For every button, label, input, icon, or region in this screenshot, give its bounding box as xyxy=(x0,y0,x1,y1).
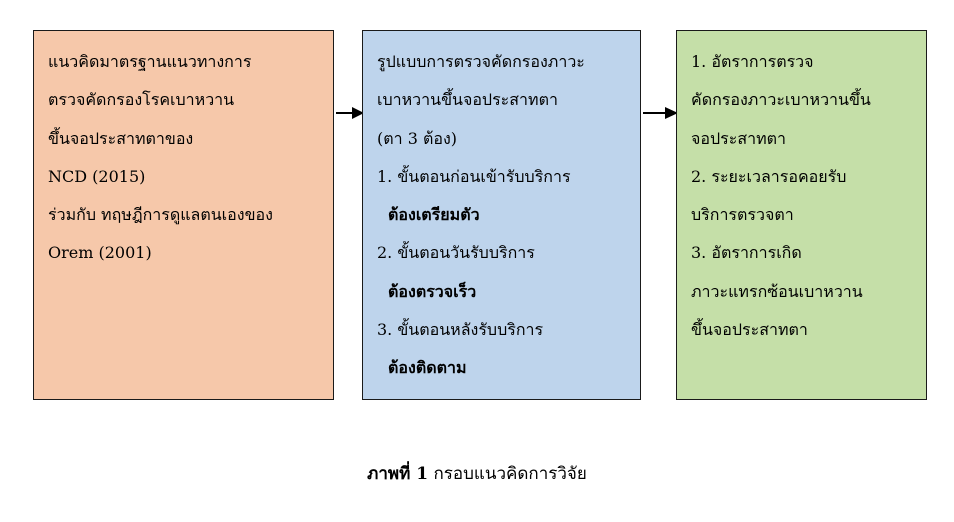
box-line: 2. ขั้นตอนวันรับบริการ xyxy=(377,243,535,263)
box-line: NCD (2015) xyxy=(48,166,146,186)
arrow-head xyxy=(352,107,364,119)
box-line: 2. ระยะเวลารอคอยรับ xyxy=(691,166,847,186)
figure-caption-text: กรอบแนวคิดการวิจัย xyxy=(433,464,587,484)
box-line: ขึ้นจอประสาทตาของ xyxy=(48,128,194,148)
box-line: Orem (2001) xyxy=(48,243,152,263)
box-line: 3. ขั้นตอนหลังรับบริการ xyxy=(377,320,544,340)
box-line: รูปแบบการตรวจคัดกรองภาวะ xyxy=(377,52,585,71)
arrow-right-icon xyxy=(336,107,364,119)
box-line: (ตา 3 ต้อง) xyxy=(377,128,458,148)
box-line: ตรวจคัดกรองโรคเบาหวาน xyxy=(48,90,235,110)
arrow-right-icon xyxy=(643,107,678,119)
box-line: 3. อัตราการเกิด xyxy=(691,243,802,263)
box-line: 1. อัตราการตรวจ xyxy=(691,52,814,71)
box-line-emphasis: ต้องตรวจเร็ว xyxy=(388,281,477,301)
box-line: คัดกรองภาวะเบาหวานขึ้น xyxy=(691,90,871,110)
box-line-emphasis: ต้องเตรียมตัว xyxy=(388,205,480,225)
box-line: 1. ขั้นตอนก่อนเข้ารับบริการ xyxy=(377,166,571,186)
box-line: ภาวะแทรกซ้อนเบาหวาน xyxy=(691,281,863,301)
figure-caption: ภาพที่ 1 กรอบแนวคิดการวิจัย xyxy=(0,460,954,487)
box-line: ขึ้นจอประสาทตา xyxy=(691,320,808,340)
box-line: จอประสาทตา xyxy=(691,128,786,148)
figure-caption-label: ภาพที่ 1 xyxy=(367,464,429,484)
box-line: บริการตรวจตา xyxy=(691,205,794,225)
box-line: แนวคิดมาตรฐานแนวทางการ xyxy=(48,52,252,71)
box-outcomes: 1. อัตราการตรวจ คัดกรองภาวะเบาหวานขึ้น จ… xyxy=(676,30,927,400)
box-screening-model: รูปแบบการตรวจคัดกรองภาวะ เบาหวานขึ้นจอปร… xyxy=(362,30,641,400)
box-line: เบาหวานขึ้นจอประสาทตา xyxy=(377,90,558,110)
box-line: ร่วมกับ ทฤษฎีการดูแลตนเองของ xyxy=(48,205,273,225)
arrow-head xyxy=(665,107,678,119)
box-line-emphasis: ต้องติดตาม xyxy=(388,358,467,378)
box-conceptual-standards: แนวคิดมาตรฐานแนวทางการ ตรวจคัดกรองโรคเบา… xyxy=(33,30,334,400)
